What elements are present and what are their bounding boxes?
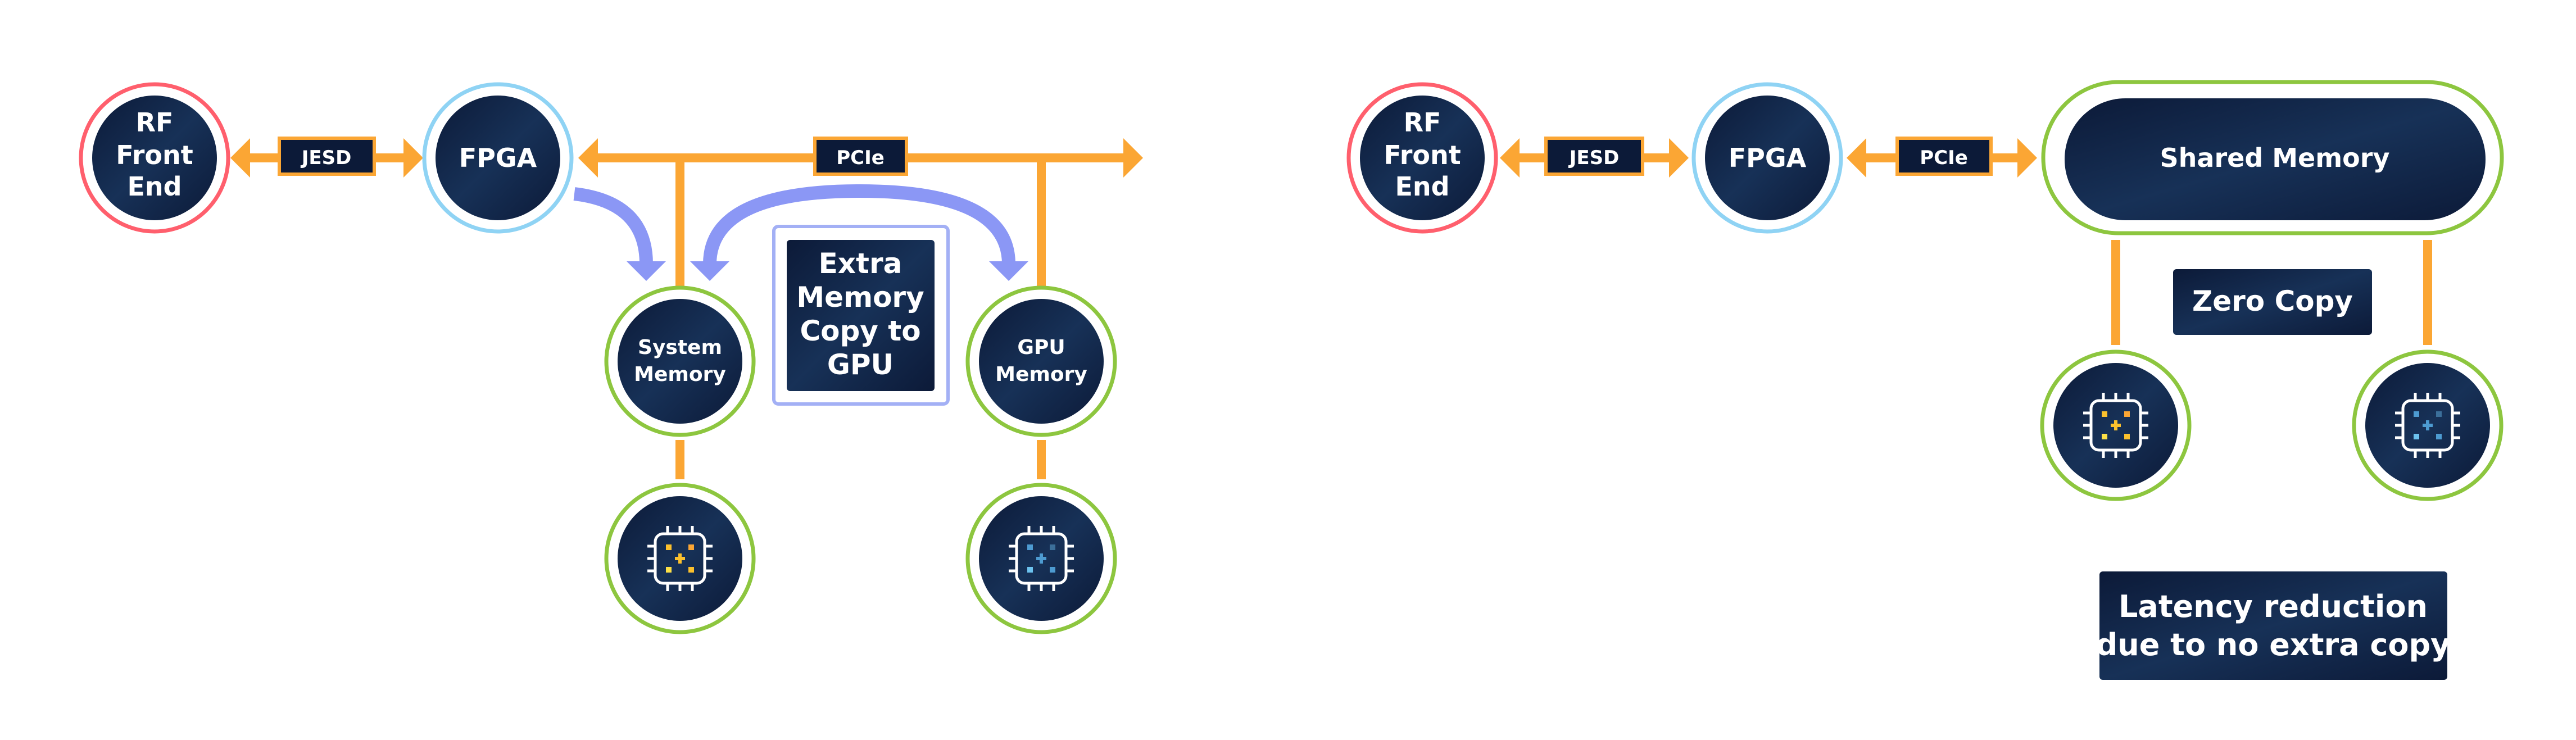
node-core — [979, 299, 1104, 424]
arrow-head-gpumem — [989, 261, 1028, 281]
chip-cell — [2414, 411, 2419, 417]
gpu-chip-icon — [2395, 393, 2460, 458]
callout-line-2: Memory — [796, 281, 924, 314]
arrow-head-sysmem-2 — [690, 261, 729, 281]
fpga-label: FPGA — [459, 143, 537, 173]
chip-cell — [2436, 411, 2442, 417]
sysmem-line-2: Memory — [634, 363, 726, 386]
chip-cell — [688, 567, 694, 573]
chip-plus-v — [2114, 420, 2117, 430]
zero-copy-label: Zero Copy — [2192, 285, 2353, 317]
pcie-label: PCIe — [1920, 147, 1968, 169]
gpumem-line-2: Memory — [995, 363, 1087, 386]
jesd-label: JESD — [301, 147, 352, 169]
zero-copy-badge: Zero Copy — [2173, 269, 2372, 335]
node-core — [2065, 98, 2486, 220]
arrow-left-head — [1500, 138, 1520, 178]
chip-cell — [688, 544, 694, 550]
right-diagram: JESD PCIe RF Front End FPGA — [1346, 80, 2504, 680]
callout-box — [787, 240, 935, 391]
chip-cell — [1050, 544, 1055, 550]
left-cpu-node[interactable] — [604, 483, 756, 634]
pcie-badge — [813, 137, 908, 176]
badge-box — [2173, 269, 2372, 335]
callout-line-4: GPU — [827, 348, 894, 381]
chip-cell — [1050, 567, 1055, 573]
latency-note: Latency reduction due to no extra copy — [2096, 571, 2451, 680]
jesd-label: JESD — [1568, 147, 1620, 169]
cpu-chip-icon — [2083, 393, 2148, 458]
jesd-badge — [278, 137, 376, 176]
right-gpu-node[interactable] — [2352, 349, 2504, 501]
right-pcie-link: PCIe — [1847, 137, 2037, 178]
rf-line-3: End — [127, 171, 182, 202]
left-pcie-bus: PCIe — [578, 137, 1143, 288]
node-core — [436, 96, 560, 220]
fpga-to-sysmem-arrow — [573, 187, 653, 265]
arrow-right-head — [2017, 138, 2037, 178]
pcie-badge — [1895, 137, 1993, 176]
rf-line-2: Front — [1384, 140, 1461, 170]
gpu-chip-icon — [1009, 526, 1074, 591]
arrow-left-head — [230, 138, 250, 178]
rf-line-1: RF — [136, 107, 174, 138]
arrow-left-head — [578, 138, 598, 178]
left-gpu-node[interactable] — [965, 483, 1117, 634]
chip-cell — [1027, 544, 1033, 550]
chip-cell — [2102, 434, 2107, 439]
arrow-right-head — [403, 138, 423, 178]
arrow-left-head — [1847, 138, 1866, 178]
chip-cell — [2124, 411, 2130, 417]
rf-line-1: RF — [1404, 107, 1441, 138]
chip-cell — [2124, 434, 2130, 439]
left-gpu-memory-node[interactable]: GPU Memory — [965, 285, 1117, 437]
arrow-right-head — [1123, 138, 1143, 178]
left-jesd-link: JESD — [230, 137, 423, 178]
left-diagram: JESD PCIe Extra Memory Copy to GPU — [79, 82, 1143, 634]
callout-line-1: Extra — [819, 247, 902, 280]
sysmem-line-1: System — [638, 336, 722, 359]
jesd-badge — [1544, 137, 1644, 176]
gpumem-line-1: GPU — [1017, 336, 1065, 359]
chip-cell — [666, 544, 672, 550]
left-fpga-node[interactable]: FPGA — [422, 82, 574, 234]
chip-cell — [1027, 567, 1033, 573]
left-rf-front-end-node[interactable]: RF Front End — [79, 82, 230, 234]
right-rf-front-end-node[interactable]: RF Front End — [1346, 82, 1498, 234]
node-core — [1705, 96, 1830, 220]
node-core — [1360, 96, 1485, 220]
right-jesd-link: JESD — [1500, 137, 1689, 178]
cpu-chip-icon — [647, 526, 713, 591]
latency-line-1: Latency reduction — [2119, 589, 2428, 624]
latency-line-2: due to no extra copy — [2096, 627, 2451, 662]
callout-line-3: Copy to — [800, 315, 920, 347]
chip-cell — [2436, 434, 2442, 439]
shared-memory-node[interactable]: Shared Memory — [2041, 80, 2504, 235]
chip-cell — [2414, 434, 2419, 439]
left-system-memory-node[interactable]: System Memory — [604, 285, 756, 437]
fpga-label: FPGA — [1729, 143, 1807, 173]
chip-plus-v — [678, 553, 682, 564]
node-core — [92, 96, 217, 220]
arrow-right-head — [1669, 138, 1689, 178]
chip-cell — [666, 567, 672, 573]
rf-line-2: Front — [116, 140, 193, 170]
chip-plus-v — [1040, 553, 1043, 564]
rf-line-3: End — [1395, 171, 1449, 202]
right-fpga-node[interactable]: FPGA — [1691, 82, 1843, 234]
right-cpu-node[interactable] — [2040, 349, 2192, 501]
shared-memory-label: Shared Memory — [2160, 143, 2390, 173]
node-core — [618, 299, 742, 424]
extra-copy-callout: Extra Memory Copy to GPU — [772, 225, 950, 406]
arrow-head-sysmem — [627, 261, 666, 281]
chip-cell — [2102, 411, 2107, 417]
note-box — [2099, 571, 2447, 680]
chip-plus-v — [2426, 420, 2429, 430]
sysmem-gpumem-copy-arrow — [703, 184, 1015, 265]
pcie-label: PCIe — [836, 147, 885, 169]
